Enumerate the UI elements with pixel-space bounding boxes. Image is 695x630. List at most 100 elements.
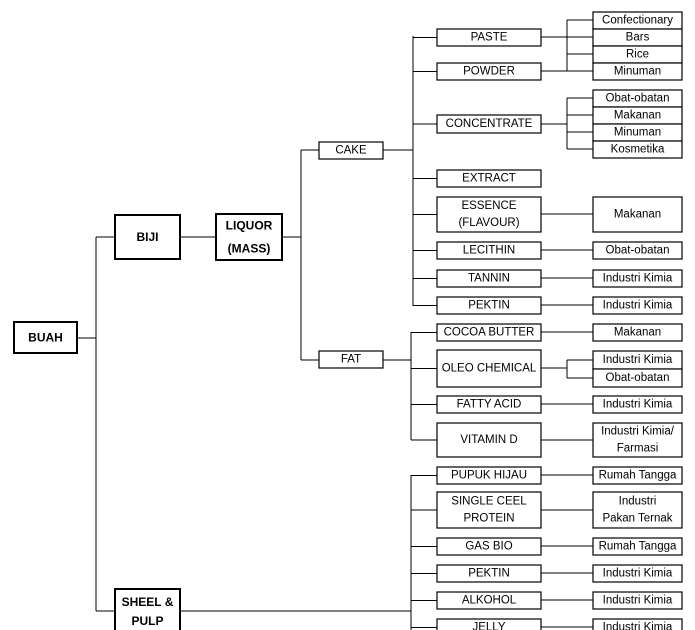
use-minuman-2-label: Minuman bbox=[614, 127, 661, 139]
use-bars-label: Bars bbox=[626, 32, 650, 44]
node-sheel-pulp-label: SHEEL & bbox=[122, 595, 174, 609]
product-essence: ESSENCE (FLAVOUR) bbox=[436, 196, 542, 233]
node-cake-box bbox=[318, 141, 384, 160]
product-fatty-acid-box bbox=[436, 395, 542, 414]
node-liquor-mass-label: (MASS) bbox=[228, 242, 271, 256]
product-lecithin: LECITHIN bbox=[436, 241, 542, 260]
use-tannin-kimia-box bbox=[592, 269, 683, 288]
product-alkohol-label: ALKOHOL bbox=[462, 595, 517, 607]
use-scp-pakan-ternak-box bbox=[592, 491, 683, 529]
use-confectionary: Confectionary bbox=[592, 11, 683, 30]
use-fatty-acid-kimia-label: Industri Kimia bbox=[603, 399, 673, 411]
use-scp-pakan-ternak-label: Pakan Ternak bbox=[602, 513, 672, 525]
use-scp-pakan-ternak-label: Industri bbox=[619, 496, 657, 508]
use-pektin-kimia-label: Industri Kimia bbox=[603, 300, 673, 312]
use-vitamin-d-farmasi-label: Industri Kimia/ bbox=[601, 426, 675, 438]
use-fatty-acid-kimia: Industri Kimia bbox=[592, 395, 683, 414]
product-extract-box bbox=[436, 169, 542, 188]
node-biji-box bbox=[114, 214, 181, 260]
root-node-buah: BUAH bbox=[13, 321, 78, 354]
use-vitamin-d-farmasi-box bbox=[592, 422, 683, 458]
product-single-cell-protein-box bbox=[436, 491, 542, 529]
use-alkohol-kimia-label: Industri Kimia bbox=[603, 595, 673, 607]
use-minuman-label: Minuman bbox=[614, 66, 661, 78]
product-single-cell-protein-label: SINGLE CEEL bbox=[451, 496, 527, 508]
use-oleo-obat-obatan-box bbox=[592, 368, 683, 388]
product-tannin-box bbox=[436, 269, 542, 288]
use-minuman-box bbox=[592, 62, 683, 81]
product-powder: POWDER bbox=[436, 62, 542, 81]
use-gas-bio-rumah-tangga-label: Rumah Tangga bbox=[599, 541, 677, 553]
node-biji-label: BIJI bbox=[136, 230, 158, 244]
use-lecithin-obat-label: Obat-obatan bbox=[606, 245, 670, 257]
product-pektin: PEKTIN bbox=[436, 296, 542, 315]
use-kosmetika-box bbox=[592, 140, 683, 159]
product-extract-label: EXTRACT bbox=[462, 173, 516, 185]
use-oleo-obat-obatan: Obat-obatan bbox=[592, 368, 683, 388]
product-vitamin-d-label: VITAMIN D bbox=[460, 434, 517, 446]
use-sheel-pektin-kimia: Industri Kimia bbox=[592, 564, 683, 583]
node-fat-label: FAT bbox=[341, 354, 361, 366]
use-cocoa-butter-makanan-box bbox=[592, 323, 683, 342]
use-fatty-acid-kimia-box bbox=[592, 395, 683, 414]
product-paste: PASTE bbox=[436, 28, 542, 47]
product-jelly-label: JELLY bbox=[472, 622, 505, 630]
use-oleo-obat-obatan-label: Obat-obatan bbox=[606, 372, 670, 384]
product-jelly-box bbox=[436, 618, 542, 630]
product-cocoa-butter: COCOA BUTTER bbox=[436, 323, 542, 342]
use-oleo-industri-kimia: Industri Kimia bbox=[592, 350, 683, 370]
product-single-cell-protein-label: PROTEIN bbox=[463, 513, 514, 525]
connector-lines bbox=[77, 19, 593, 630]
product-gas-bio: GAS BIO bbox=[436, 537, 542, 556]
use-rice: Rice bbox=[592, 45, 683, 64]
use-tannin-kimia: Industri Kimia bbox=[592, 269, 683, 288]
use-obat-obatan-label: Obat-obatan bbox=[606, 93, 670, 105]
use-oleo-industri-kimia-label: Industri Kimia bbox=[603, 354, 673, 366]
product-essence-label: (FLAVOUR) bbox=[458, 217, 519, 229]
use-makanan: Makanan bbox=[592, 106, 683, 125]
use-makanan-label: Makanan bbox=[614, 110, 661, 122]
node-cake: CAKE bbox=[318, 141, 384, 160]
product-powder-box bbox=[436, 62, 542, 81]
use-bars: Bars bbox=[592, 28, 683, 47]
product-paste-label: PASTE bbox=[471, 32, 508, 44]
use-kosmetika-label: Kosmetika bbox=[611, 144, 665, 156]
node-sheel-pulp-box bbox=[114, 588, 181, 630]
use-vitamin-d-farmasi-label: Farmasi bbox=[617, 443, 659, 455]
node-biji: BIJI bbox=[114, 214, 181, 260]
product-lecithin-box bbox=[436, 241, 542, 260]
product-vitamin-d: VITAMIN D bbox=[436, 422, 542, 458]
use-pektin-kimia: Industri Kimia bbox=[592, 296, 683, 315]
product-alkohol-box bbox=[436, 591, 542, 610]
node-liquor-mass: LIQUOR(MASS) bbox=[215, 213, 283, 261]
node-cake-label: CAKE bbox=[335, 145, 367, 157]
product-gas-bio-label: GAS BIO bbox=[465, 541, 512, 553]
product-powder-label: POWDER bbox=[463, 66, 515, 78]
use-gas-bio-rumah-tangga: Rumah Tangga bbox=[592, 537, 683, 556]
use-minuman-2: Minuman bbox=[592, 123, 683, 142]
product-lecithin-label: LECITHIN bbox=[463, 245, 515, 257]
use-rice-label: Rice bbox=[626, 49, 649, 61]
use-pupuk-rumah-tangga: Rumah Tangga bbox=[592, 466, 683, 485]
root-node-buah-box bbox=[13, 321, 78, 354]
use-jelly-kimia-box bbox=[592, 618, 683, 630]
product-paste-box bbox=[436, 28, 542, 47]
product-pupuk-hijau: PUPUK HIJAU bbox=[436, 466, 542, 485]
use-minuman: Minuman bbox=[592, 62, 683, 81]
product-essence-label: ESSENCE bbox=[462, 200, 517, 212]
product-sheel-pektin: PEKTIN bbox=[436, 564, 542, 583]
product-pektin-label: PEKTIN bbox=[468, 300, 510, 312]
node-sheel-pulp: SHEEL &PULP bbox=[114, 588, 181, 630]
product-fatty-acid: FATTY ACID bbox=[436, 395, 542, 414]
use-confectionary-label: Confectionary bbox=[602, 15, 673, 27]
product-oleo-chemical-box bbox=[436, 349, 542, 388]
use-jelly-kimia-label: Industri Kimia bbox=[603, 622, 673, 630]
use-alkohol-kimia-box bbox=[592, 591, 683, 610]
use-lecithin-obat: Obat-obatan bbox=[592, 241, 683, 260]
product-extract: EXTRACT bbox=[436, 169, 542, 188]
node-fat-box bbox=[318, 350, 384, 369]
use-jelly-kimia: Industri Kimia bbox=[592, 618, 683, 630]
use-essence-makanan-label: Makanan bbox=[614, 209, 661, 221]
product-tannin-label: TANNIN bbox=[468, 273, 510, 285]
product-fatty-acid-label: FATTY ACID bbox=[457, 399, 522, 411]
